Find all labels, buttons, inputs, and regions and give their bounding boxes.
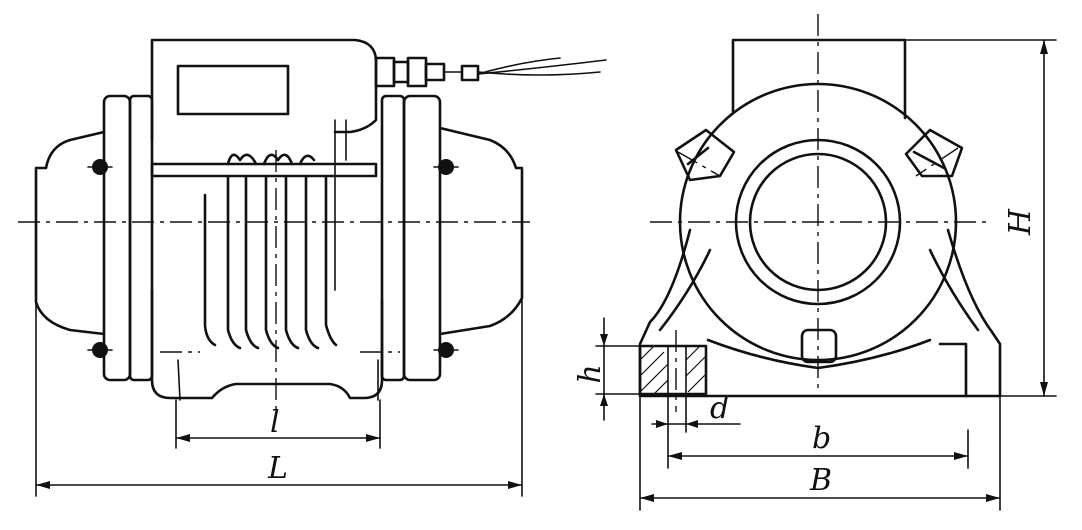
dim-label-H: H [1003, 208, 1038, 236]
dim-label-d: d [710, 391, 729, 426]
dimension-l: l [175, 399, 381, 449]
dimension-b: b [667, 421, 969, 469]
flange-bolts [87, 159, 459, 358]
dimension-L: L [35, 297, 523, 497]
left-flange [102, 94, 154, 382]
cooling-rail [150, 162, 378, 178]
left-end-cap [34, 130, 106, 336]
side-view: l L [18, 38, 607, 497]
right-flange [380, 94, 442, 382]
dim-label-L: L [267, 451, 288, 486]
dimension-B: B [639, 395, 1001, 511]
dim-label-b: b [812, 421, 831, 456]
foot-section [638, 344, 708, 396]
dimension-H: H [904, 39, 1057, 397]
cable-gland [374, 56, 607, 88]
dim-label-h: h [573, 364, 608, 383]
right-end-cap [438, 126, 524, 336]
front-lugs [674, 128, 964, 364]
side-centerlines [18, 150, 530, 410]
dimension-d: d [651, 391, 741, 433]
dimension-h: h [573, 317, 641, 421]
front-base [638, 228, 1002, 398]
front-view: H h d b [573, 14, 1057, 511]
dim-label-B: B [809, 463, 832, 498]
front-terminal-box [731, 38, 907, 120]
cooling-fins [203, 153, 338, 350]
dim-label-l: l [270, 405, 280, 440]
side-base [150, 288, 384, 400]
front-centerlines [650, 14, 990, 412]
